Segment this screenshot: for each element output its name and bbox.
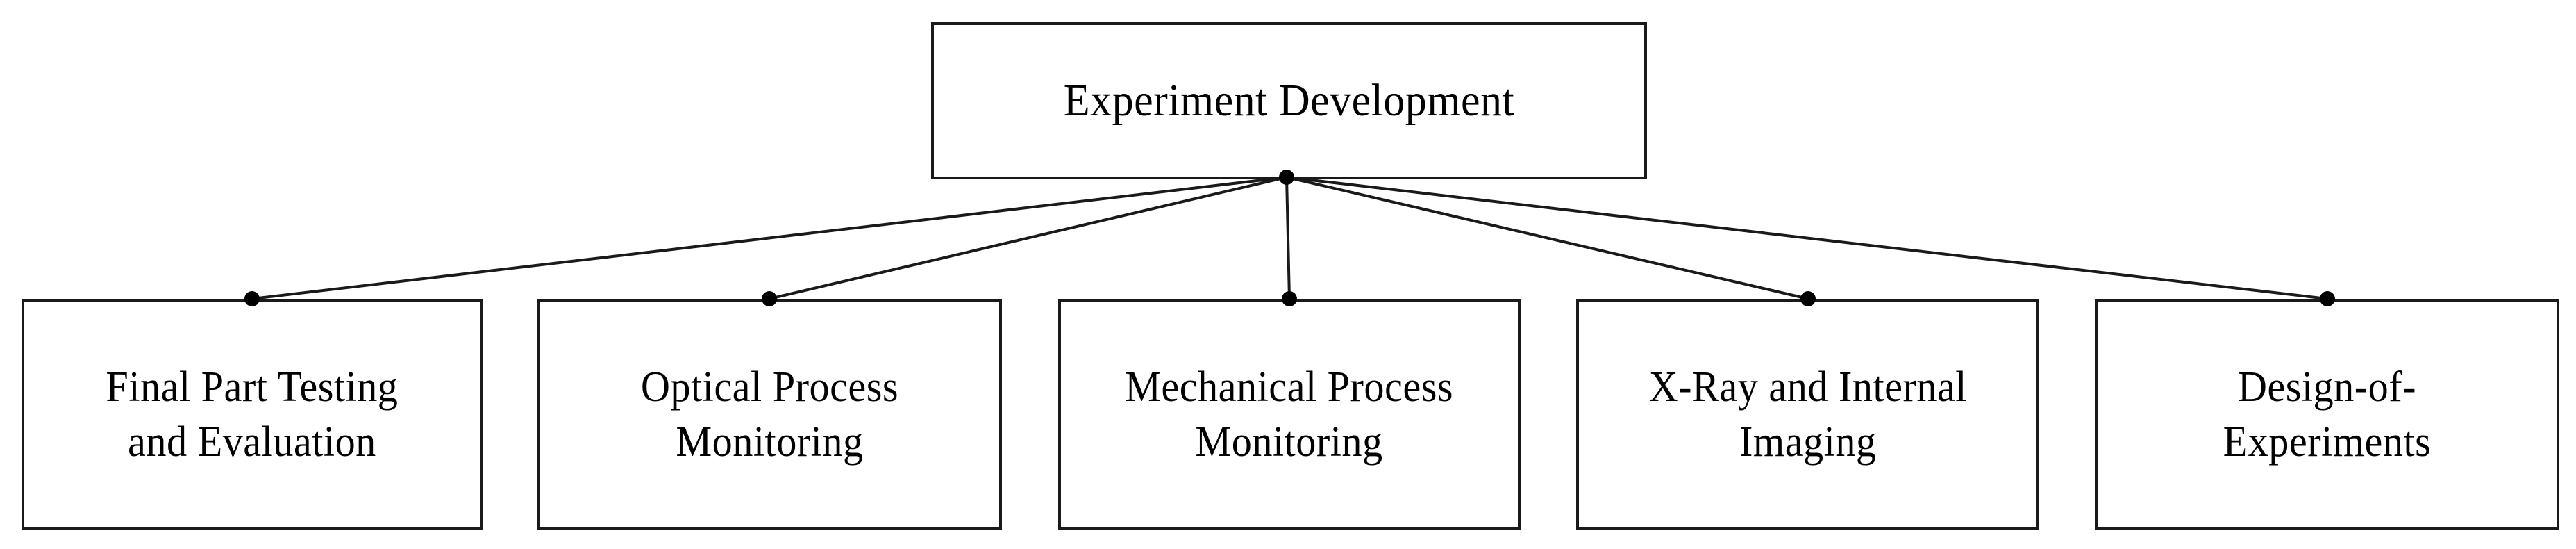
edge-to-final-part-testing [251,176,1287,300]
edge-to-design-of-experiments [1286,176,2328,300]
edge-to-mechanical-process [1285,177,1291,300]
node-label-optical-process-monitoring: Optical Process Monitoring [640,363,898,466]
edge-to-optical-process [769,176,1287,300]
edge-to-x-ray-imaging [1286,176,1809,300]
node-label-design-of-experiments: Design-of- Experiments [2223,363,2432,466]
junction-dot-final-part-testing-and-evaluation [244,291,260,306]
junction-dot-optical-process-monitoring [762,291,777,306]
node-optical-process-monitoring[interactable]: Optical Process Monitoring [537,299,1002,530]
node-label-experiment-development: Experiment Development [1063,75,1515,126]
node-label-final-part-testing-and-evaluation: Final Part Testing and Evaluation [106,363,399,466]
node-x-ray-and-internal-imaging[interactable]: X-Ray and Internal Imaging [1576,299,2039,530]
node-label-x-ray-and-internal-imaging: X-Ray and Internal Imaging [1648,363,1967,466]
junction-dot-mechanical-process-monitoring [1282,291,1297,306]
junction-dot-hub [1279,170,1294,185]
junction-dot-x-ray-and-internal-imaging [1800,291,1816,306]
node-final-part-testing-and-evaluation[interactable]: Final Part Testing and Evaluation [22,299,483,530]
junction-dot-design-of-experiments [2320,291,2335,306]
node-mechanical-process-monitoring[interactable]: Mechanical Process Monitoring [1058,299,1521,530]
node-label-mechanical-process-monitoring: Mechanical Process Monitoring [1125,363,1454,466]
node-design-of-experiments[interactable]: Design-of- Experiments [2095,299,2559,530]
node-experiment-development[interactable]: Experiment Development [931,22,1647,179]
